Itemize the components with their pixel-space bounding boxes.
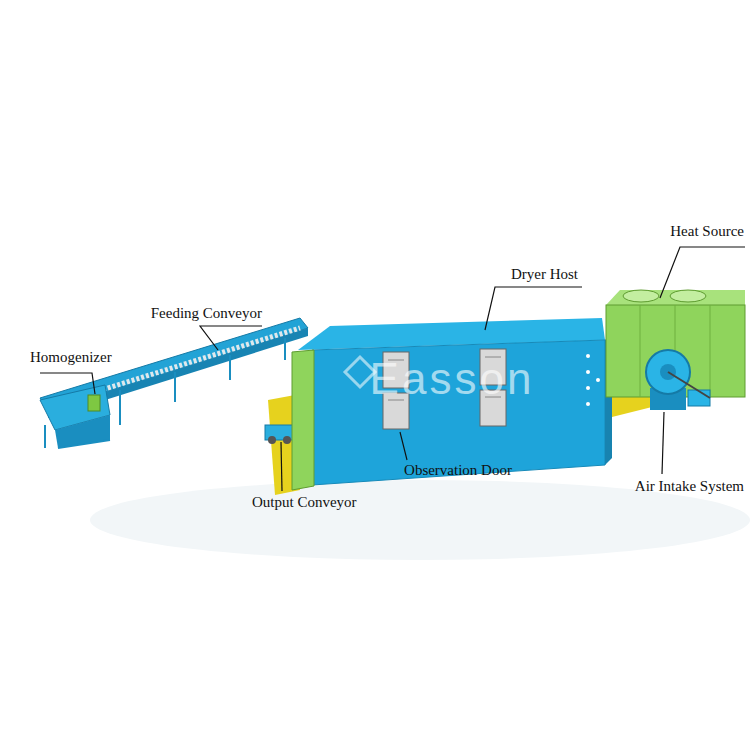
feeding-conveyor [40,318,308,448]
part-label: Output Conveyor [252,495,357,510]
homogenizer [88,395,100,411]
heat-source [606,290,745,397]
dryer-host [292,318,612,490]
part-label: Air Intake System [635,479,744,494]
air-intake-blower [646,350,710,410]
part-label: Homogenizer [30,350,112,365]
part-label: Dryer Host [511,267,578,282]
part-label: Feeding Conveyor [151,306,262,321]
leader-lines [40,247,745,491]
part-label: Heat Source [670,224,744,239]
part-label: Observation Door [404,463,512,478]
floor-shadow [90,480,750,560]
output-conveyor [265,425,293,444]
watermark: Easson [370,357,535,401]
